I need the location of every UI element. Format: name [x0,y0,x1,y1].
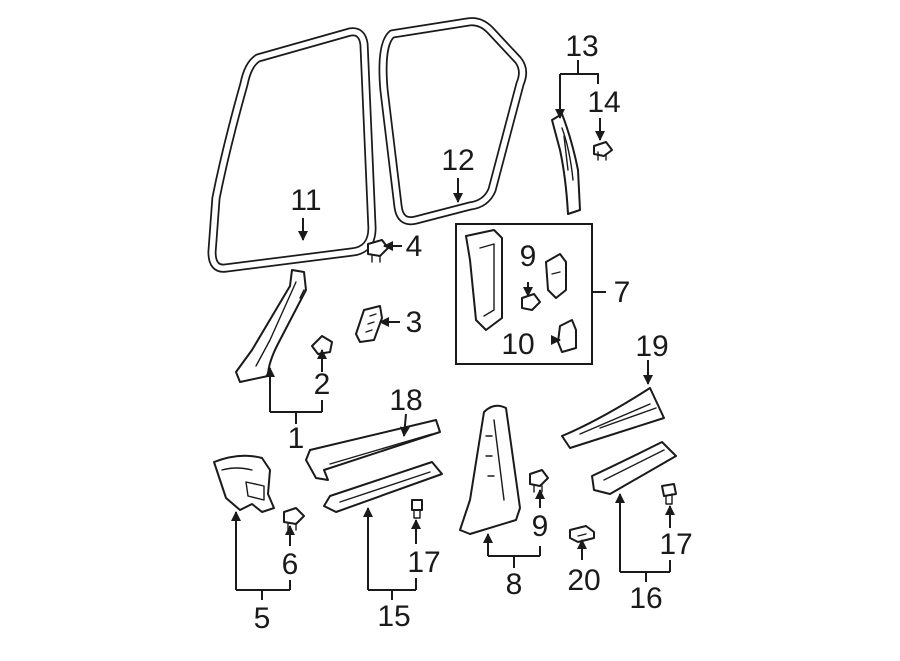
clip-14 [593,141,613,161]
callout-3: 3 [406,306,423,339]
pillar-garnish-strip [551,113,581,215]
bracket-3 [355,305,383,343]
callout-5: 5 [254,602,271,635]
callout-9-box: 9 [520,240,537,273]
callout-10: 10 [501,328,534,361]
callout-9-bottom: 9 [532,510,549,543]
clip-17-right [661,483,677,505]
clip-6 [283,507,305,531]
callout-12: 12 [441,144,474,177]
callout-18: 18 [389,384,422,417]
callout-6: 6 [282,548,299,581]
callout-2: 2 [314,368,331,401]
callout-16: 16 [629,582,662,615]
callout-4: 4 [406,230,423,263]
kick-panel-5 [213,454,275,513]
callout-8: 8 [506,568,523,601]
clip-17-left [411,499,423,519]
callout-15: 15 [377,600,410,633]
callout-labels: 1 2 3 4 5 6 7 8 9 9 10 11 12 13 14 15 16… [254,30,693,635]
callout-14: 14 [587,86,620,119]
rear-door-weatherstrip [378,17,528,226]
callout-1: 1 [288,422,305,455]
callout-11: 11 [290,184,321,217]
callout-7: 7 [614,276,631,309]
clip-4 [367,239,389,263]
block-20 [569,525,595,543]
front-door-weatherstrip [207,27,377,273]
callout-20: 20 [567,564,600,597]
center-pillar-assembly-box [455,223,593,365]
rear-door-scuff [591,441,677,495]
clip-9-bottom [529,469,549,493]
callout-19: 19 [635,330,668,363]
callout-17-left: 17 [407,546,440,579]
callout-13: 13 [565,30,598,63]
leader-lines [231,60,675,600]
callout-17-right: 17 [659,528,692,561]
rear-scuff-plate [561,387,665,449]
a-pillar-garnish [235,269,307,383]
center-pillar-lower [459,404,521,535]
front-door-scuff [323,461,443,513]
